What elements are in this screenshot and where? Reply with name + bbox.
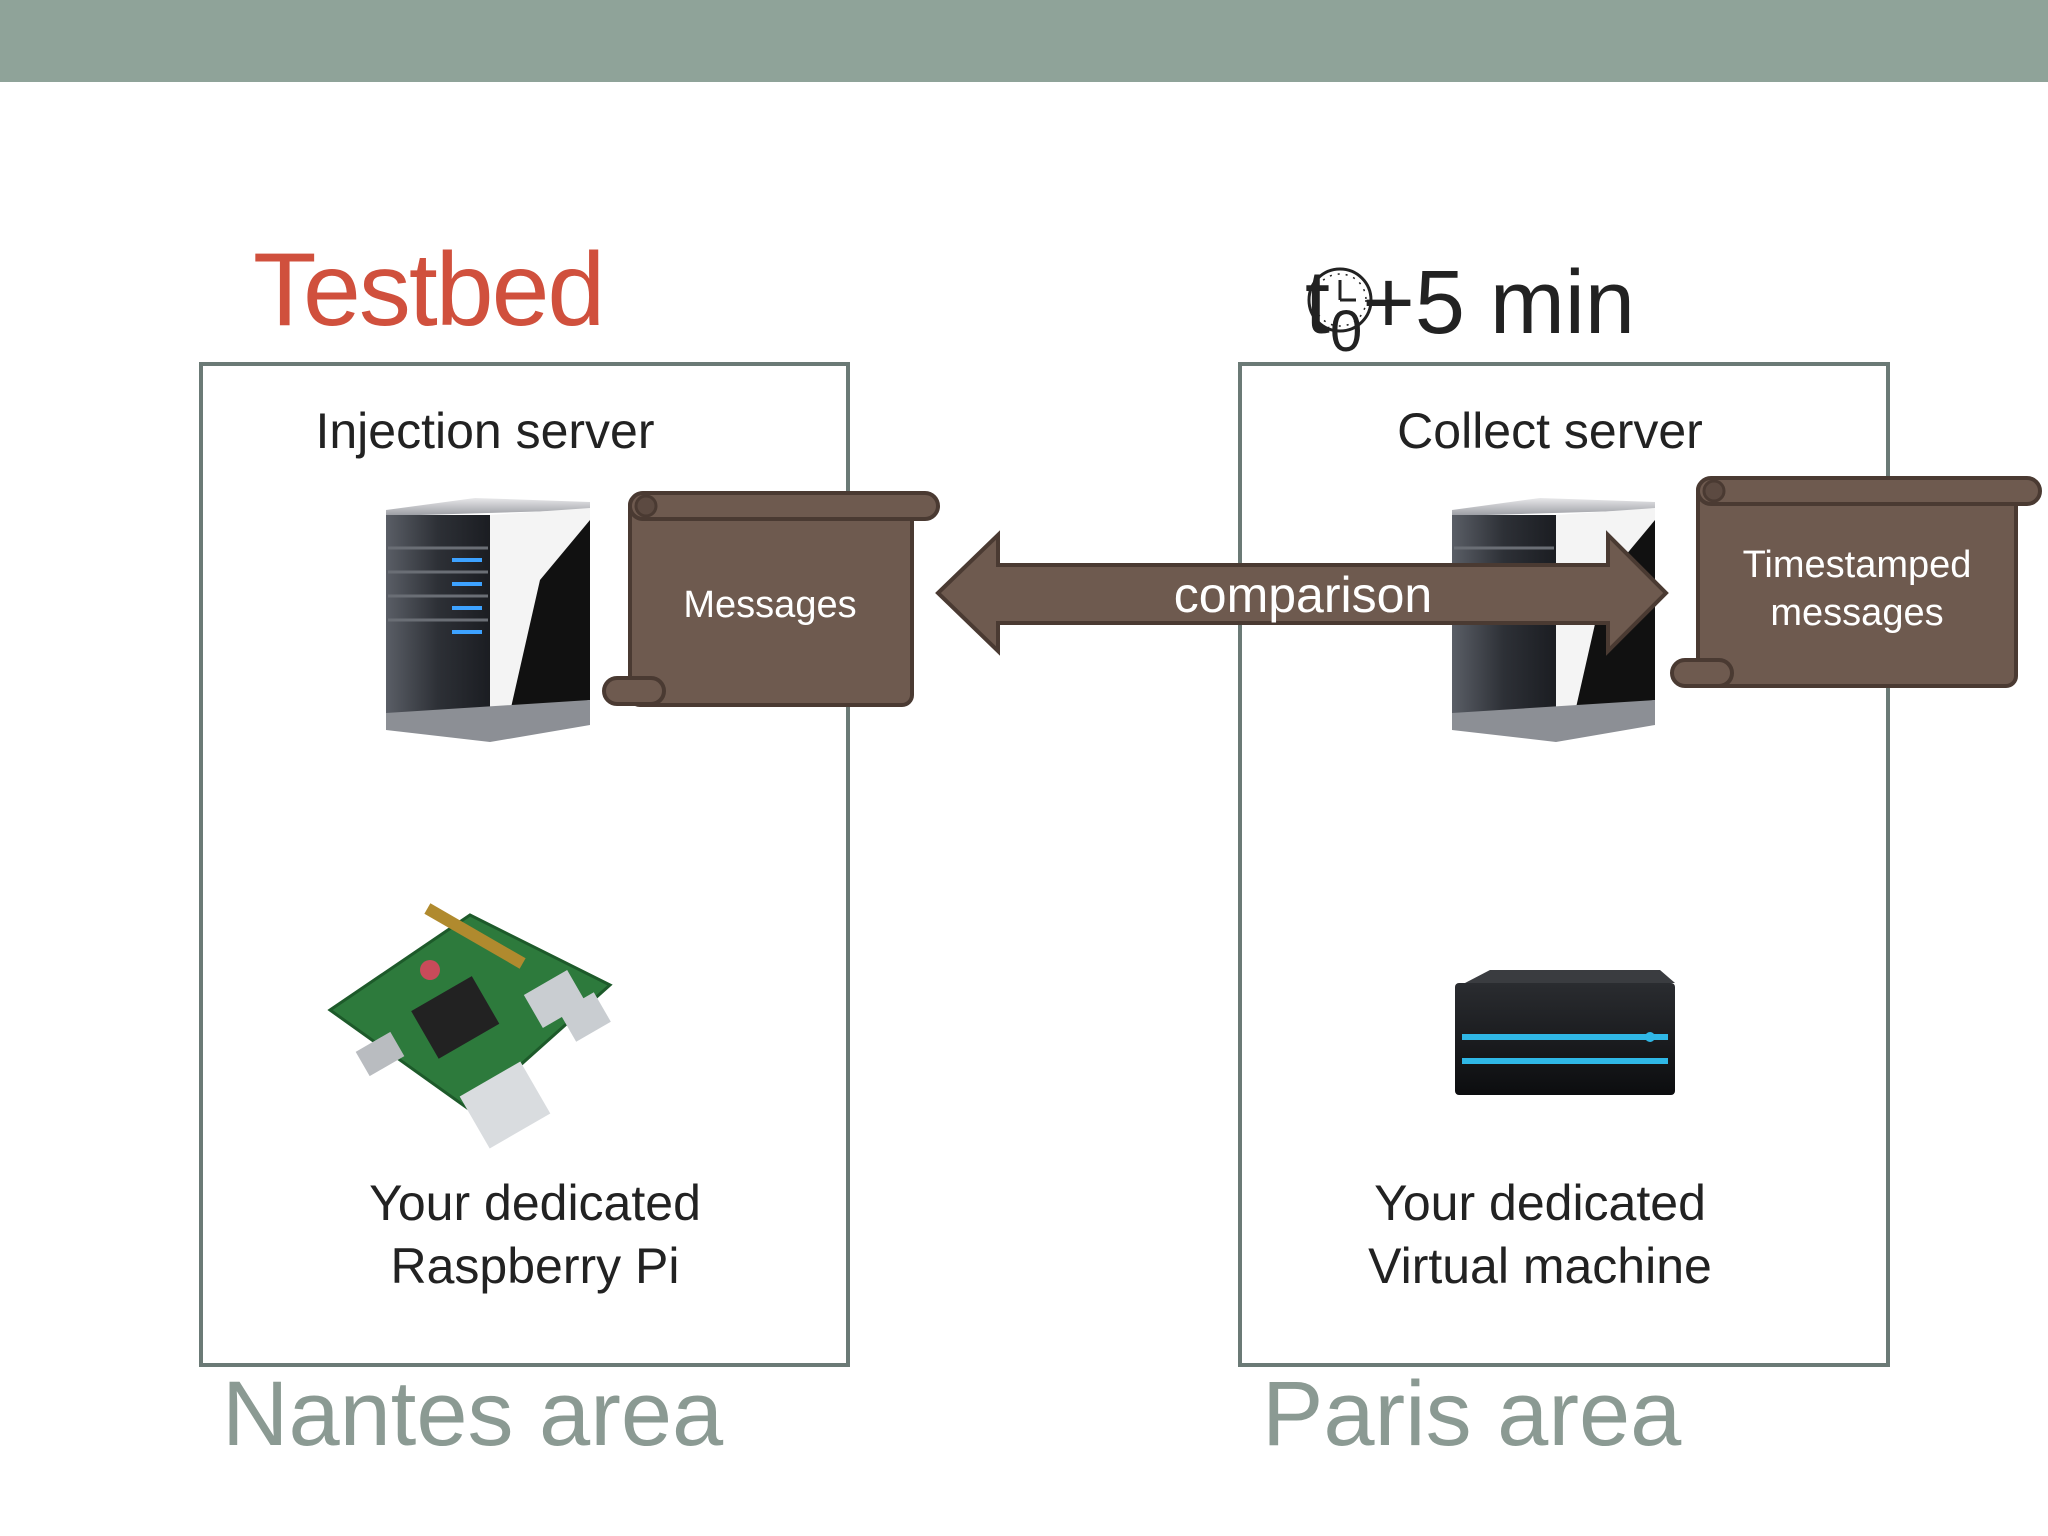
scroll-label-line1: Timestamped [1742,544,1972,586]
nantes-area-label: Nantes area [222,1363,724,1465]
device-label-line1: Your dedicated [1374,1175,1706,1231]
virtual-machine-icon [1455,970,1675,1095]
collect-server-label: Collect server [1397,403,1703,459]
virtual-machine-label: Your dedicated Virtual machine [1310,1172,1770,1297]
double-arrow-icon [935,530,1669,656]
injection-server-label: Injection server [315,403,655,459]
timestamped-messages-label: Timestamped messages [1700,542,2014,637]
device-label-line2: Virtual machine [1368,1237,1712,1294]
device-label-line1: Your dedicated [369,1175,701,1231]
paris-area-label: Paris area [1262,1363,1682,1465]
scroll-icon [1670,476,2042,688]
scroll-icon [602,491,940,707]
scroll-label-line2: messages [1770,591,1944,634]
raspberry-pi-board-icon [327,903,613,1149]
top-banner [0,0,2048,82]
clock-icon [1307,267,1373,333]
device-label-line2: Raspberry Pi [390,1237,680,1294]
raspberry-pi-label: Your dedicated Raspberry Pi [310,1172,760,1297]
server-tower-icon [386,498,590,742]
messages-label: Messages [683,584,857,626]
slide-title: Testbed [253,232,605,348]
comparison-label: comparison [1173,567,1433,623]
time-label: t0+5 min [1305,253,1635,364]
